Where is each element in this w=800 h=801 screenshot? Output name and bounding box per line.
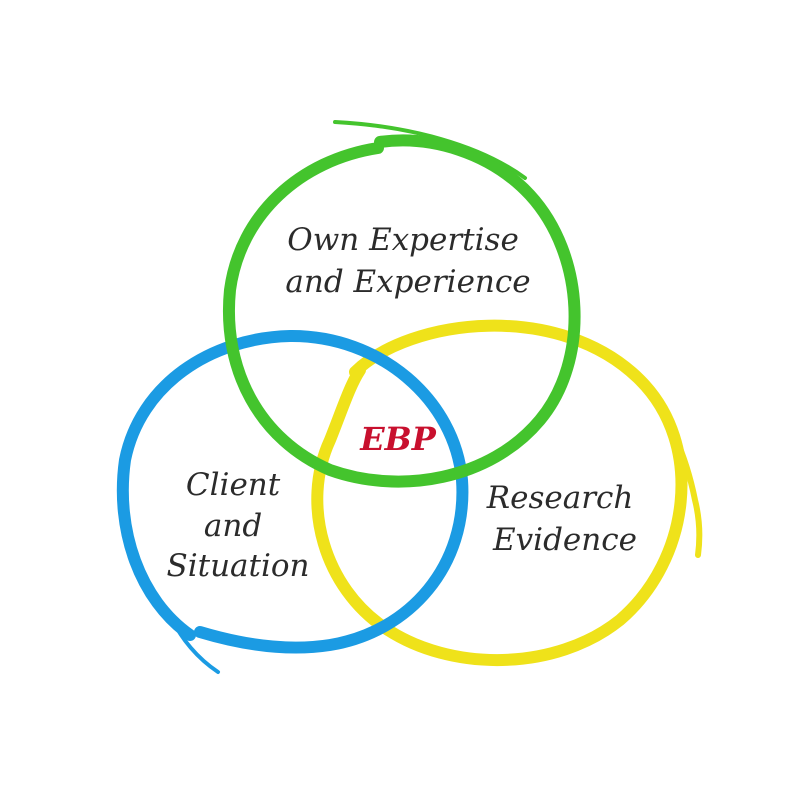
expertise-label-line-2: and Experience [285,264,530,300]
research-evidence-label: Research Evidence [486,480,643,558]
expertise-experience-ring-tail [333,120,527,180]
client-situation-circle [116,329,469,674]
research-evidence-label-line-2: Evidence [492,522,637,558]
research-evidence-circle [311,319,703,667]
client-situation-label: Client and Situation [166,467,309,584]
expertise-experience-circle [223,120,581,488]
ebp-center-label: EBP [359,420,436,458]
expertise-experience-ring [223,134,581,488]
client-situation-label-line-1: Client [186,467,281,503]
client-situation-ring-tail [166,608,220,674]
client-situation-ring [116,329,469,654]
research-evidence-ring-tail [637,377,703,558]
research-evidence-ring [311,319,688,667]
research-evidence-label-line-1: Research [486,480,634,516]
client-situation-label-line-3: Situation [166,548,309,584]
expertise-label: Own Expertise and Experience [285,222,530,300]
expertise-label-line-1: Own Expertise [287,222,519,258]
client-situation-label-line-2: and [204,508,262,544]
